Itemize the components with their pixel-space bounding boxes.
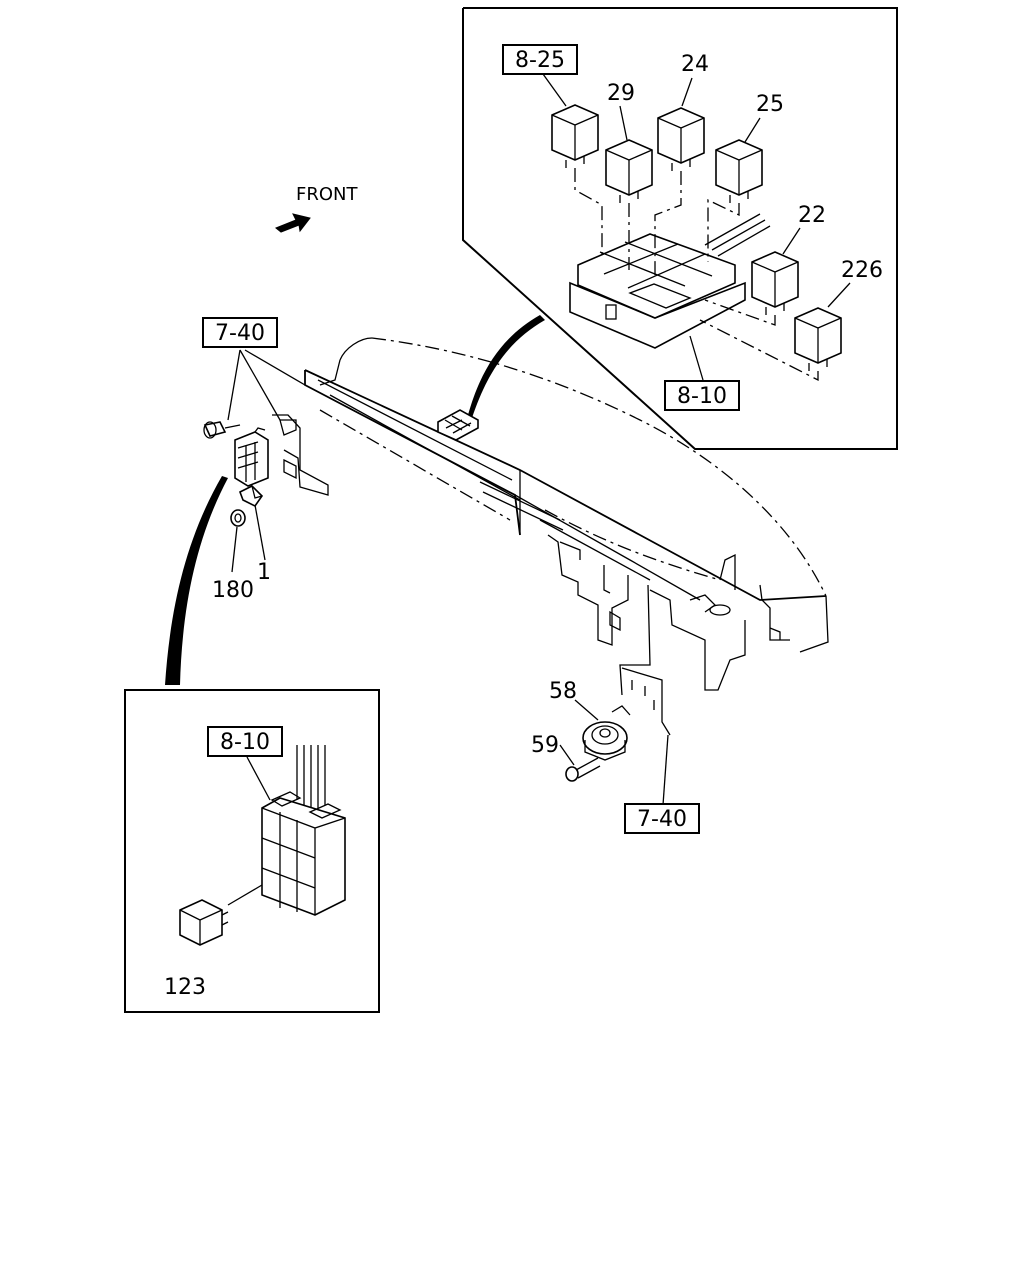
ref-box-8-25 <box>502 44 578 75</box>
ref-box-8-10-top <box>664 380 740 411</box>
bolt-part <box>203 421 241 439</box>
inset-frame-bottom <box>124 689 380 1013</box>
ref-label-8-10-top: 8-10 <box>677 384 727 409</box>
left-parts-cluster: 7-40 180 1 <box>202 317 306 603</box>
clip-part-1 <box>238 485 264 508</box>
relay-25 <box>715 139 763 203</box>
part-label-58: 58 <box>549 679 577 704</box>
ref-box-8-10-inset <box>207 726 283 757</box>
relay-box-body <box>569 213 771 349</box>
inset-frame-top <box>462 7 898 450</box>
ref-label-8-10-inset: 8-10 <box>220 730 270 755</box>
dashboard-assembly <box>272 337 829 736</box>
horn-assembly: 58 59 7-40 <box>531 679 700 834</box>
part-label-24: 24 <box>681 52 709 77</box>
ref-label-7-40-left: 7-40 <box>215 321 265 346</box>
inset-relay-block <box>261 791 346 916</box>
front-label: FRONT <box>296 184 358 205</box>
part-label-226: 226 <box>841 258 883 283</box>
ref-label-8-25: 8-25 <box>515 48 565 73</box>
part-label-123: 123 <box>164 975 206 1000</box>
relay-24 <box>657 107 705 171</box>
callout-swoosh-left <box>165 476 228 685</box>
part-label-180: 180 <box>212 578 254 603</box>
relay-box-inset: 8-25 29 24 25 22 226 8-10 <box>462 7 898 450</box>
part-label-29: 29 <box>607 81 635 106</box>
front-arrow-icon <box>275 213 311 233</box>
relay-226 <box>794 307 842 371</box>
nut-part-180 <box>230 509 246 527</box>
relay-29 <box>605 139 653 203</box>
ref-box-7-40-bottom <box>624 803 700 834</box>
ref-label-7-40-bottom: 7-40 <box>637 807 687 832</box>
part-label-25: 25 <box>756 92 784 117</box>
relay-8-25 <box>551 104 599 168</box>
part-label-1: 1 <box>257 560 271 585</box>
horn-part-58 <box>582 705 631 761</box>
relay-inset-bottom: 8-10 123 <box>124 689 380 1013</box>
connector-block <box>234 427 269 487</box>
part-label-22: 22 <box>798 203 826 228</box>
part-label-59: 59 <box>531 733 559 758</box>
relay-block-on-dash <box>437 409 479 441</box>
relay-22 <box>751 251 799 315</box>
bolt-part-59 <box>565 757 601 782</box>
ref-box-7-40-left <box>202 317 278 348</box>
front-direction-indicator: FRONT <box>275 184 358 233</box>
relay-123 <box>179 899 229 946</box>
